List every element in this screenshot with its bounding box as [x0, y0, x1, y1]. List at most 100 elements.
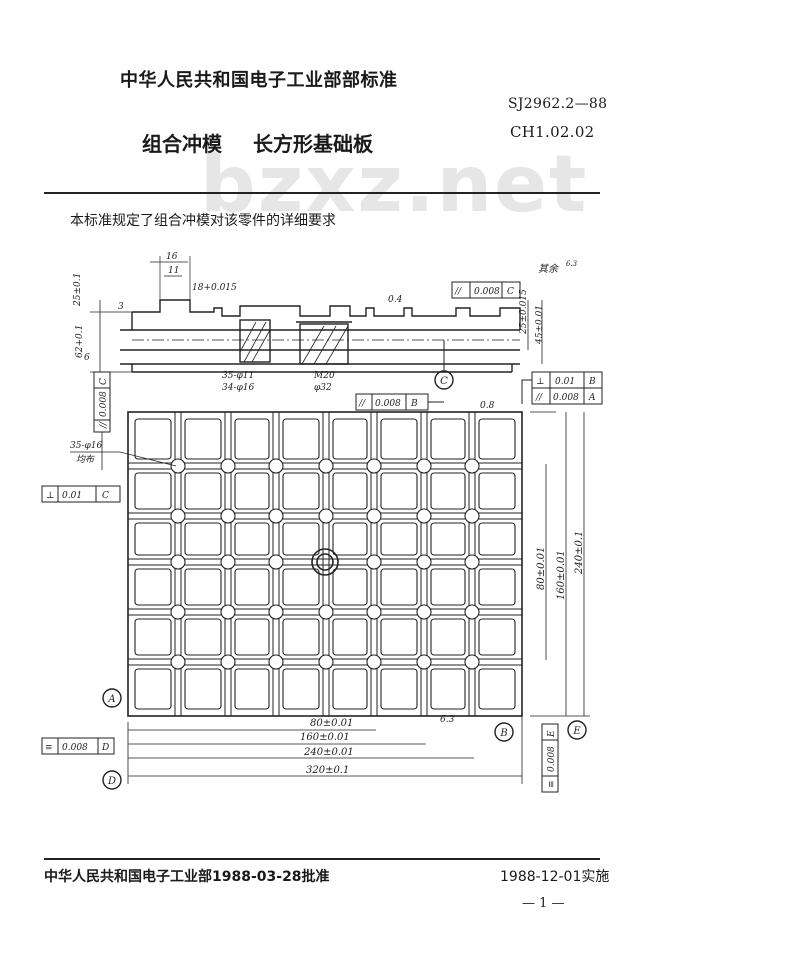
grid-cell	[478, 618, 516, 656]
roughness-value: 6.3	[566, 260, 578, 268]
dim-6: 6	[84, 353, 90, 363]
tol-e-datum: E	[547, 730, 557, 738]
label-34-holes: 34-φ16	[222, 383, 255, 393]
scope-text: 本标准规定了组合冲模对该零件的详细要求	[70, 213, 336, 229]
datum-b-circle	[494, 722, 514, 742]
dim-25-right: 25±0.015	[519, 289, 529, 335]
grid-cell	[380, 568, 418, 606]
plan-view	[127, 411, 523, 717]
hole-distribution-label: 均布	[76, 454, 96, 465]
grid-cell	[184, 618, 222, 656]
grid-cell	[332, 568, 368, 606]
tolerance-frames	[41, 281, 603, 793]
mounting-hole	[170, 654, 186, 670]
mounting-hole	[268, 458, 284, 474]
mounting-hole	[170, 458, 186, 474]
tol-rb-symbol: ⊥	[536, 377, 544, 387]
footer-rule	[44, 858, 600, 860]
grid-cell	[332, 418, 368, 460]
mounting-hole	[416, 554, 432, 570]
mounting-hole	[366, 604, 382, 620]
grid-cell	[234, 472, 270, 510]
mounting-hole	[318, 604, 334, 620]
grid-cell	[380, 472, 418, 510]
mounting-hole	[268, 604, 284, 620]
tol-top-symbol: //	[454, 287, 462, 297]
grid-cell	[234, 418, 270, 460]
tol-perp-datum: C	[102, 491, 109, 501]
grid-cell	[430, 522, 466, 556]
title-sub: 长方形基础板	[252, 132, 373, 156]
tol-rb-value: 0.01	[555, 377, 575, 387]
dim-h-160: 160±0.01	[300, 732, 350, 743]
grid-cell	[134, 668, 172, 710]
document-code: SJ2962.2—88	[508, 96, 608, 112]
tol-top-value: 0.008	[474, 287, 500, 297]
dim-18: 18+0.015	[192, 283, 237, 293]
tol-d-value: 0.008	[62, 743, 88, 753]
tol-mid-symbol: //	[358, 399, 366, 409]
surface-mark-63: 6.3	[440, 715, 455, 725]
datum-d-circle	[102, 770, 122, 790]
grid-cell	[234, 618, 270, 656]
mounting-hole	[318, 508, 334, 524]
mounting-hole	[464, 604, 480, 620]
section-view	[90, 256, 543, 373]
issuer-title: 中华人民共和国电子工业部部标准	[120, 70, 398, 91]
grid-cell	[332, 668, 368, 710]
approval-text: 中华人民共和国电子工业部1988-03-28批准	[44, 869, 330, 885]
mounting-hole	[464, 458, 480, 474]
tol-perp-value: 0.01	[62, 491, 82, 501]
classification-code: CH1.02.02	[510, 123, 595, 141]
tol-ra-datum: A	[588, 393, 596, 403]
standard-title: 组合冲模 长方形基础板	[142, 128, 373, 157]
grid-cell	[478, 668, 516, 710]
grid-cell	[234, 568, 270, 606]
dim-45: 45±0.01	[535, 305, 545, 345]
vertical-dimensions	[530, 411, 590, 717]
label-35-holes: 35-φ11	[222, 371, 254, 381]
mounting-hole	[416, 508, 432, 524]
mounting-hole	[366, 458, 382, 474]
title-main: 组合冲模	[142, 132, 222, 156]
grid-cell	[282, 568, 320, 606]
grid-cell	[380, 418, 418, 460]
dim-v-80: 80±0.01	[536, 547, 547, 590]
hole-leader	[70, 451, 177, 467]
grid-cell	[282, 418, 320, 460]
grid-cell	[184, 568, 222, 606]
mounting-hole	[318, 458, 334, 474]
mounting-hole	[268, 654, 284, 670]
surface-mark-04: 0.4	[388, 295, 403, 305]
grid-cell	[184, 418, 222, 460]
tol-d-symbol: ≡	[45, 743, 53, 753]
mounting-hole	[416, 604, 432, 620]
grid-cell	[134, 618, 172, 656]
mounting-hole	[318, 654, 334, 670]
grid-cell	[478, 568, 516, 606]
grid-cell	[282, 522, 320, 556]
datum-d: D	[107, 776, 116, 787]
mounting-hole	[220, 508, 236, 524]
tol-mid-datum: B	[410, 399, 418, 409]
label-phi32: φ32	[314, 383, 332, 393]
tol-rb-datum: B	[588, 377, 596, 387]
datum-a: A	[107, 694, 115, 705]
tol-e-symbol: ≡	[547, 780, 557, 788]
tol-left-value: 0.008	[99, 391, 109, 417]
page-number: — 1 —	[522, 896, 565, 911]
grid-cell	[134, 472, 172, 510]
grid-cell	[282, 668, 320, 710]
datum-e: E	[572, 726, 581, 737]
grid-cell	[282, 618, 320, 656]
grid-cell	[478, 522, 516, 556]
grid-cell	[430, 618, 466, 656]
grid-cell	[184, 668, 222, 710]
tol-e-value: 0.008	[547, 746, 557, 772]
tol-left-datum: C	[99, 378, 109, 385]
datum-a-circle	[102, 688, 122, 708]
datum-c-circle	[434, 370, 454, 390]
mounting-hole	[464, 654, 480, 670]
technical-drawing: 16 11 18+0.015 3 25±0.1 62+0.1 6 25±0.01…	[41, 252, 603, 793]
mounting-hole	[170, 508, 186, 524]
